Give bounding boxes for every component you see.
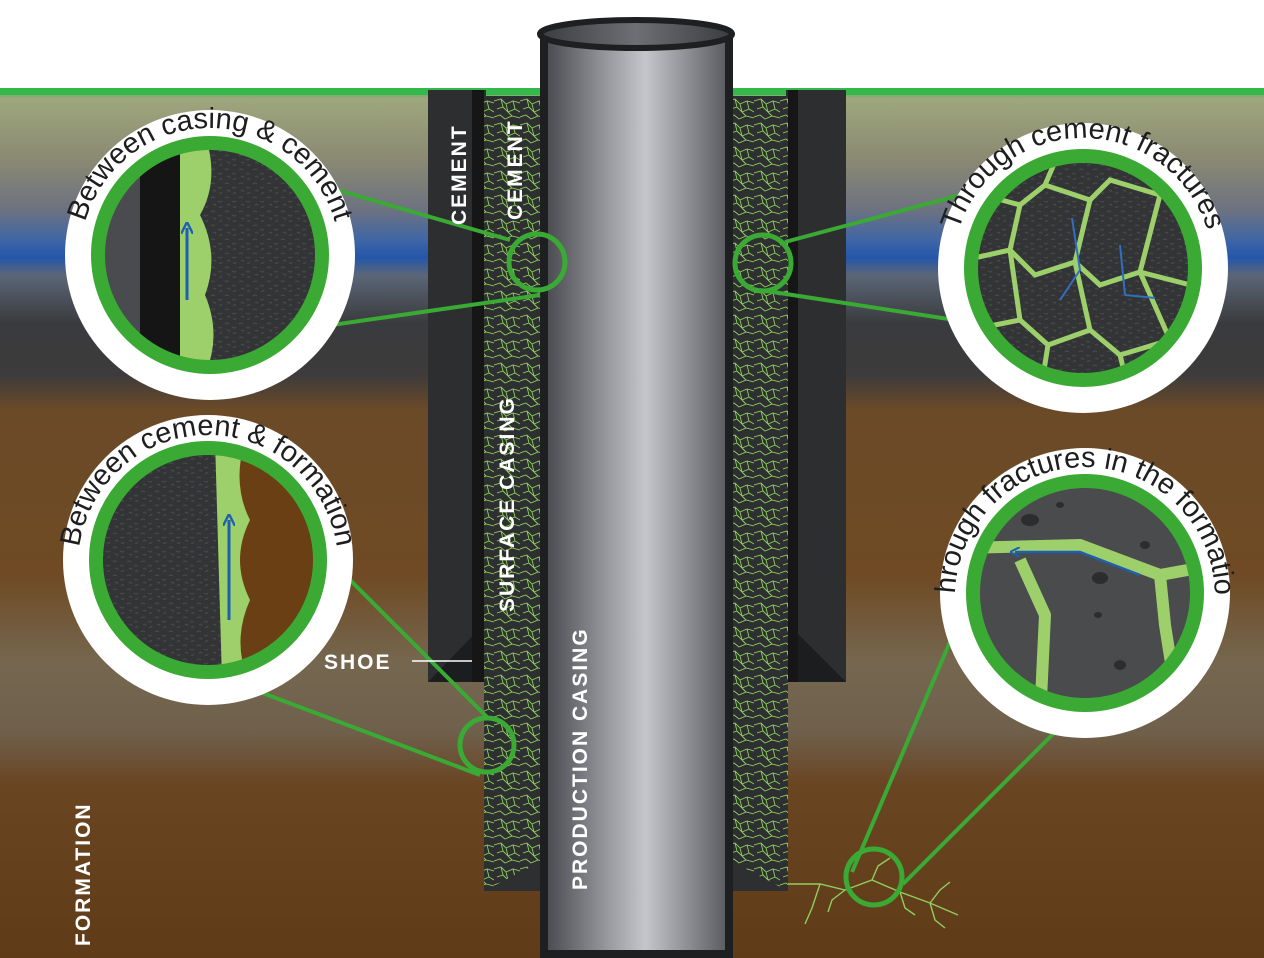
label-formation: FORMATION [72, 802, 95, 946]
focus-rings [457, 231, 905, 908]
label-cement-outer: CEMENT [448, 124, 471, 225]
callout-between-casing-cement: Between casing & cement [61, 103, 359, 400]
label-cement-inner: CEMENT [504, 119, 527, 220]
label-shoe: SHOE [324, 651, 392, 674]
flow-arrow-icon [1015, 552, 1141, 577]
label-surface-casing: SURFACE CASING [496, 396, 519, 612]
production-cement-fractured [484, 96, 788, 891]
callout-through-cement-fractures: Through cement fractures [935, 113, 1231, 413]
surface-casing-wall [472, 90, 798, 682]
formation-fracture-network [788, 857, 959, 929]
production-casing-pipe [537, 17, 735, 958]
label-production-casing: PRODUCTION CASING [569, 627, 592, 890]
callout-leader-lines [259, 183, 1077, 886]
